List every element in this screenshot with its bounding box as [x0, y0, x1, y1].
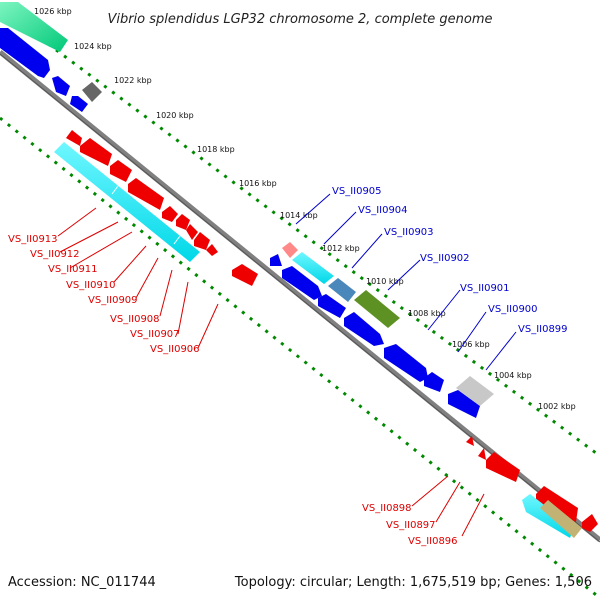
gene-arrow-reverse[interactable] [176, 214, 190, 230]
gene-label[interactable]: VS_II0896 [408, 536, 458, 547]
gene-label[interactable]: VS_II0899 [518, 324, 568, 335]
gene-arrow-forward[interactable] [70, 96, 88, 112]
gene-label[interactable]: VS_II0905 [332, 186, 382, 197]
gene-arrow-forward[interactable] [424, 372, 444, 392]
gene-label[interactable]: VS_II0900 [488, 304, 538, 315]
gene-label[interactable]: VS_II0906 [150, 344, 200, 355]
kbp-label: 1020 kbp [156, 111, 194, 120]
gene-block-cyan[interactable] [54, 142, 200, 262]
gene-block-khaki[interactable] [540, 500, 582, 538]
gene-block-green[interactable] [0, 2, 68, 52]
kbp-label: 1012 kbp [322, 244, 360, 253]
gene-arrow-forward[interactable] [282, 266, 322, 300]
forward-genes [0, 28, 480, 418]
kbp-label: 1014 kbp [280, 211, 318, 220]
gene-block-olive[interactable] [354, 290, 400, 328]
gene-arrow-reverse[interactable] [486, 452, 520, 482]
gene-arrow-forward[interactable] [270, 254, 282, 266]
kbp-label: 1002 kbp [538, 402, 576, 411]
gene-arrow-forward[interactable] [0, 28, 50, 78]
gene-arrow-forward[interactable] [448, 390, 480, 418]
gene-label[interactable]: VS_II0902 [420, 253, 470, 264]
gene-label[interactable]: VS_II0903 [384, 227, 434, 238]
gene-arrow-reverse[interactable] [478, 448, 486, 460]
gene-label[interactable]: VS_II0901 [460, 283, 510, 294]
gene-label[interactable]: VS_II0907 [130, 329, 180, 340]
gene-label[interactable]: VS_II0909 [88, 295, 138, 306]
gene-labels-bottom: VS_II0898 VS_II0897 VS_II0896 [362, 503, 458, 547]
kbp-label: 1024 kbp [74, 42, 112, 51]
kbp-label: 1008 kbp [408, 309, 446, 318]
kbp-labels: 1026 kbp 1024 kbp 1022 kbp 1020 kbp 1018… [34, 7, 576, 411]
gene-label[interactable]: VS_II0911 [48, 264, 98, 275]
gene-label[interactable]: VS_II0912 [30, 249, 80, 260]
gene-label[interactable]: VS_II0908 [110, 314, 160, 325]
gene-block-pink[interactable] [282, 242, 298, 258]
gene-arrow-forward[interactable] [318, 294, 346, 318]
gene-arrow-reverse[interactable] [66, 130, 82, 146]
gene-arrow-forward[interactable] [344, 312, 384, 346]
gene-arrow-reverse[interactable] [162, 206, 178, 222]
genome-summary-text: Topology: circular; Length: 1,675,519 bp… [234, 575, 592, 590]
gene-label[interactable]: VS_II0913 [8, 234, 58, 245]
gene-block-cyan[interactable] [522, 494, 574, 538]
gene-block-steelblue[interactable] [328, 278, 356, 302]
kbp-label: 1004 kbp [494, 371, 532, 380]
gene-block-cyan[interactable] [292, 252, 334, 284]
outer-scale-line [0, 6, 600, 458]
gene-label[interactable]: VS_II0904 [358, 205, 408, 216]
kbp-label: 1022 kbp [114, 76, 152, 85]
gene-label[interactable]: VS_II0898 [362, 503, 412, 514]
gene-arrow-reverse[interactable] [536, 486, 578, 522]
kbp-label: 1016 kbp [239, 179, 277, 188]
gene-arrow-reverse[interactable] [232, 264, 258, 286]
gene-arrow-reverse[interactable] [466, 436, 474, 446]
gene-arrow-reverse[interactable] [80, 138, 112, 166]
map-title: Vibrio splendidus LGP32 chromosome 2, co… [107, 12, 492, 27]
gene-block-lightgray[interactable] [456, 376, 494, 406]
gene-label[interactable]: VS_II0897 [386, 520, 436, 531]
gene-arrow-reverse[interactable] [582, 514, 598, 532]
gene-arrow-reverse[interactable] [110, 160, 132, 182]
kbp-label: 1010 kbp [366, 277, 404, 286]
gene-arrow-reverse[interactable] [194, 232, 210, 250]
gene-labels-right: VS_II0905 VS_II0904 VS_II0903 VS_II0902 … [332, 186, 568, 335]
accession-text: Accession: NC_011744 [8, 575, 156, 590]
kbp-label: 1018 kbp [197, 145, 235, 154]
gene-arrow-forward[interactable] [52, 76, 70, 96]
gene-arrow-reverse[interactable] [186, 224, 198, 240]
inner-scale-line [0, 116, 600, 600]
gene-arrow-forward[interactable] [384, 344, 428, 382]
gene-label[interactable]: VS_II0910 [66, 280, 116, 291]
kbp-label: 1026 kbp [34, 7, 72, 16]
kbp-label: 1006 kbp [452, 340, 490, 349]
reverse-genes [66, 130, 598, 532]
gene-labels-left: VS_II0913 VS_II0912 VS_II0911 VS_II0910 … [8, 234, 200, 355]
gene-arrow-reverse[interactable] [206, 244, 218, 256]
gene-block-gray[interactable] [82, 82, 102, 102]
gene-arrow-reverse[interactable] [128, 178, 164, 210]
